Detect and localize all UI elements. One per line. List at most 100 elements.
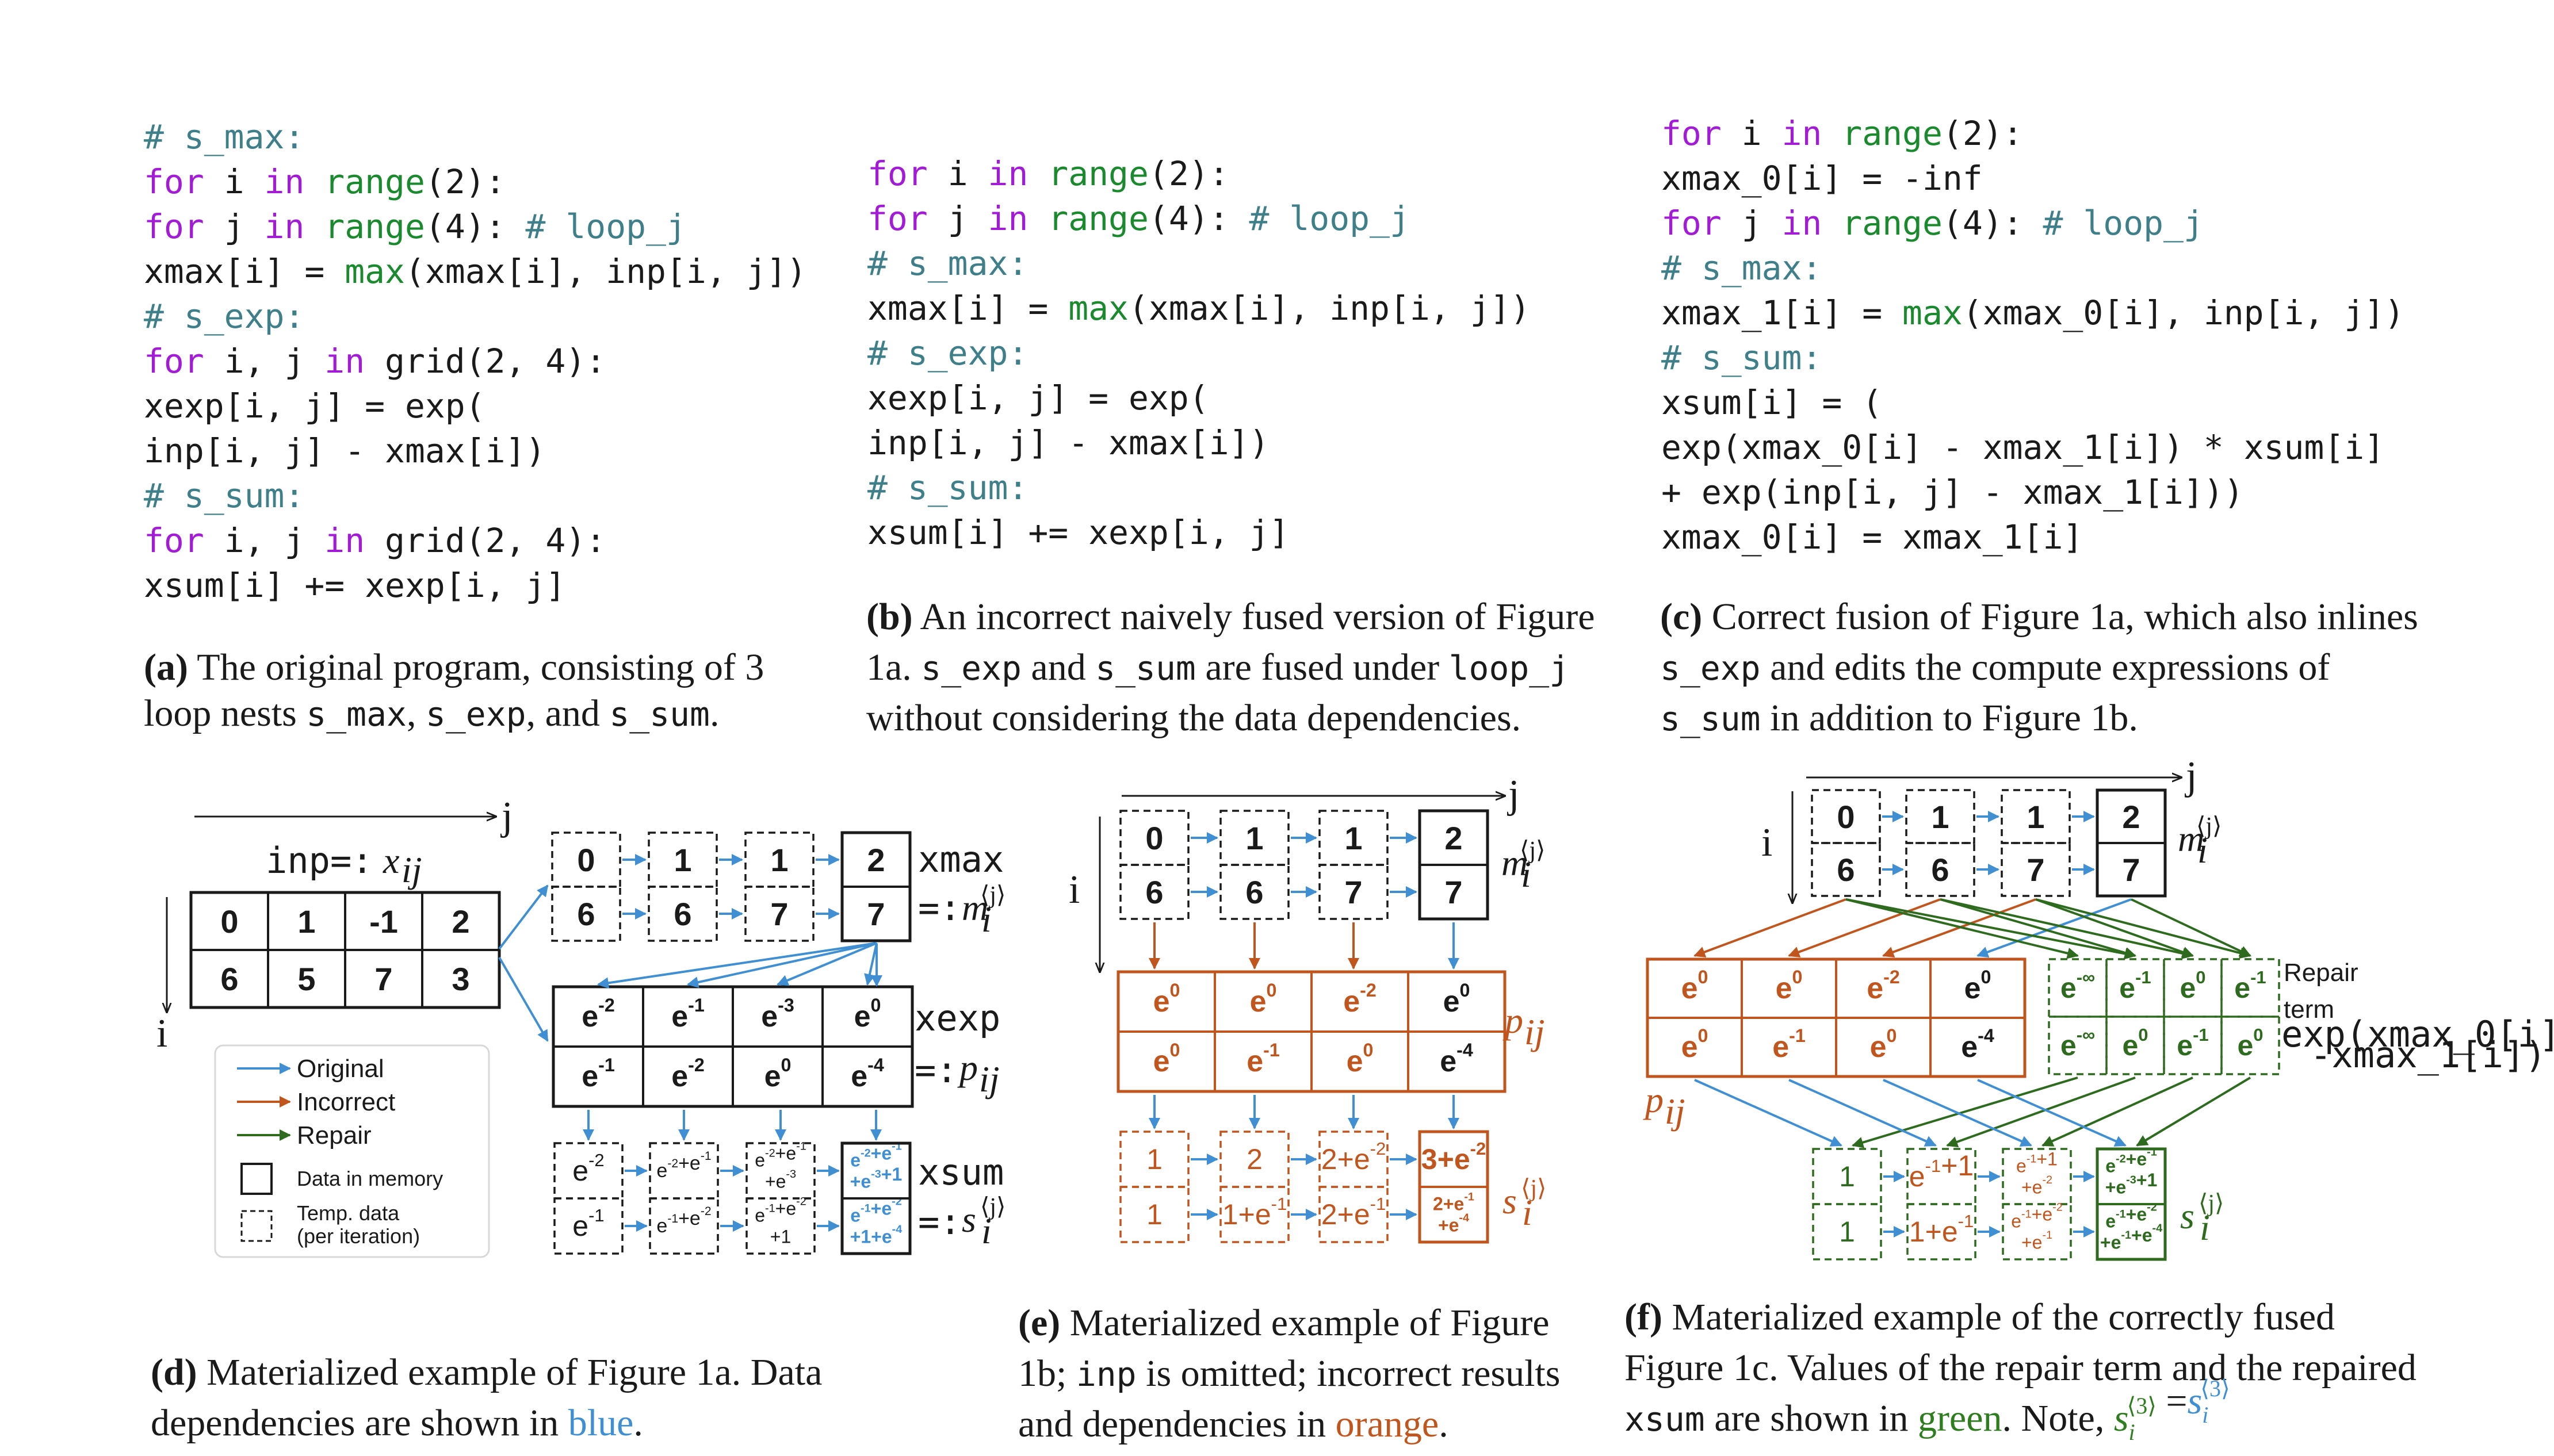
code-line: # s_max: <box>1661 248 1822 288</box>
m-temp-cell <box>1119 864 1190 920</box>
caption-token: without considering the data dependencie… <box>866 697 1521 739</box>
caption-token: s_sum <box>609 695 710 734</box>
p-to-s-arrow <box>1694 1079 1842 1147</box>
s-math-sub: i <box>1522 1192 1532 1233</box>
cell-token: 2 <box>1444 820 1462 856</box>
cell-token: e <box>2105 1211 2116 1232</box>
code-token: for <box>1661 114 1722 153</box>
m-to-repair-arrow <box>2035 898 2194 958</box>
cell-token: e <box>2177 1029 2193 1062</box>
code-line: for j in range(4): # loop_j <box>867 199 1410 238</box>
repair-to-s-arrow <box>2136 1076 2251 1147</box>
cell-text: 1 <box>1344 820 1362 856</box>
cell-exp: -1 <box>2027 1152 2037 1165</box>
code-token: xmax_0[i] = xmax_1[i] <box>1661 518 2083 557</box>
xmax-math-letter: m <box>962 887 988 928</box>
xmax-math-sup: ⟨j⟩ <box>980 882 1005 909</box>
cell-exp: -1 <box>861 1202 871 1214</box>
xsum-temp-cell <box>553 1142 624 1200</box>
caption-line: Figure 1c. Values of the repair term and… <box>1624 1347 2417 1389</box>
cell-token: e <box>2136 1148 2147 1169</box>
caption-token: , <box>407 692 426 734</box>
cell-text: 2 <box>2122 799 2140 835</box>
cell-exp: -1 <box>1925 1156 1941 1176</box>
cell-exp: -2 <box>2042 1174 2052 1186</box>
axis-i-label: i <box>156 1011 167 1056</box>
caption-token: s_sum <box>1095 649 1196 688</box>
code-token: # loop_j <box>1249 199 1410 238</box>
inp-to-xmax-arrow <box>498 884 549 950</box>
xmax-temp-cell <box>551 886 621 942</box>
cell-token: +1 <box>1941 1150 1974 1182</box>
cell-token: e <box>2111 1232 2121 1252</box>
inp-label: inp=: <box>266 840 373 882</box>
cell-token: 2 <box>452 903 469 940</box>
caption-token: s <box>2114 1397 2129 1439</box>
cell-exp: -2 <box>1883 967 1900 987</box>
m-to-p-arrow <box>1693 898 1846 958</box>
code-token: xmax_1[i] = <box>1661 293 1902 332</box>
caption-token: (c) <box>1660 596 1702 638</box>
cell-exp: -∞ <box>2077 967 2095 987</box>
code-line: inp[i, j] - xmax[i]) <box>867 423 1269 462</box>
cell-text: 1 <box>1146 1143 1163 1175</box>
xsum-assign: =: <box>918 1201 961 1243</box>
cell-token: 2+ <box>1321 1143 1354 1175</box>
code-token: max <box>1902 293 1963 332</box>
cell-token: 2 <box>867 842 885 878</box>
caption-a: (a) The original program, consisting of … <box>144 646 764 734</box>
caption-token: s_max <box>306 695 407 734</box>
cell-text: 1 <box>674 842 691 878</box>
cell-text: 0 <box>220 903 238 940</box>
s-math-letter: s <box>1502 1181 1517 1221</box>
m-to-p-arrow <box>1976 898 2132 958</box>
cell-text: e-1+e-2 <box>2105 1201 2157 1231</box>
cell-text: e0 <box>854 995 881 1033</box>
cell-token: 1 <box>1146 1198 1163 1231</box>
s-temp-cell <box>1219 1131 1290 1188</box>
cell-exp: -4 <box>1459 1212 1469 1224</box>
m-to-repair-arrow <box>1845 898 2079 959</box>
cell-text: e-2 <box>1343 980 1377 1018</box>
cell-text: 6 <box>674 896 691 932</box>
cell-token: +1 <box>881 1164 902 1185</box>
cell-text: e0 <box>1870 1025 1897 1064</box>
cell-text: e0 <box>764 1055 792 1093</box>
p-grid <box>1646 957 2027 1078</box>
cell-exp: 0 <box>1886 1025 1897 1046</box>
code-token <box>1822 204 1842 243</box>
code-line: for i in range(2): <box>144 162 506 201</box>
cell-text: 6 <box>1931 852 1949 888</box>
s-temp-cell <box>1906 1148 1976 1205</box>
m-temp-cell <box>1905 789 1975 844</box>
code-token: # s_sum: <box>1661 338 1822 377</box>
cell-text: e-∞ <box>2060 967 2095 1005</box>
m-to-repair-arrow <box>1845 898 2136 960</box>
xsum-math-sup: ⟨j⟩ <box>980 1194 1005 1220</box>
caption-token: . Note, <box>2002 1397 2114 1439</box>
cell-exp: -1 <box>2042 1229 2052 1242</box>
xmax-to-xexp-arrow <box>864 942 878 986</box>
cell-token: 7 <box>1444 874 1462 910</box>
cell-text: 0 <box>1145 820 1163 856</box>
code-token: # loop_j <box>526 207 686 246</box>
cell-token: + <box>775 1198 786 1219</box>
cell-token: 7 <box>2027 852 2044 888</box>
cell-text: e-1 <box>582 1055 615 1093</box>
m-math-letter: m <box>2178 818 2204 859</box>
caption-b: (b) An incorrect naively fused version o… <box>866 596 1595 739</box>
cell-token: 1 <box>1344 820 1362 856</box>
code-token: range <box>1048 154 1149 193</box>
xmax-temp-cell <box>648 832 718 888</box>
m-to-p-arrow <box>1788 898 1941 958</box>
cell-text: e0 <box>1776 967 1803 1005</box>
cell-text: e-2+e-1 <box>755 1140 806 1170</box>
cell-exp: 0 <box>1363 1040 1373 1060</box>
m-temp-cell <box>1811 789 1881 844</box>
cell-text: e0 <box>1681 967 1708 1005</box>
code-block-c: for i in range(2): xmax_0[i] = -inf for … <box>1661 114 2404 557</box>
caption-token: Correct fusion of Figure 1a, which also … <box>1702 596 2418 638</box>
repair-expr-2: -xmax_1[i]) <box>2310 1034 2547 1076</box>
code-token: xmax_0[i] = -inf <box>1661 159 1983 198</box>
